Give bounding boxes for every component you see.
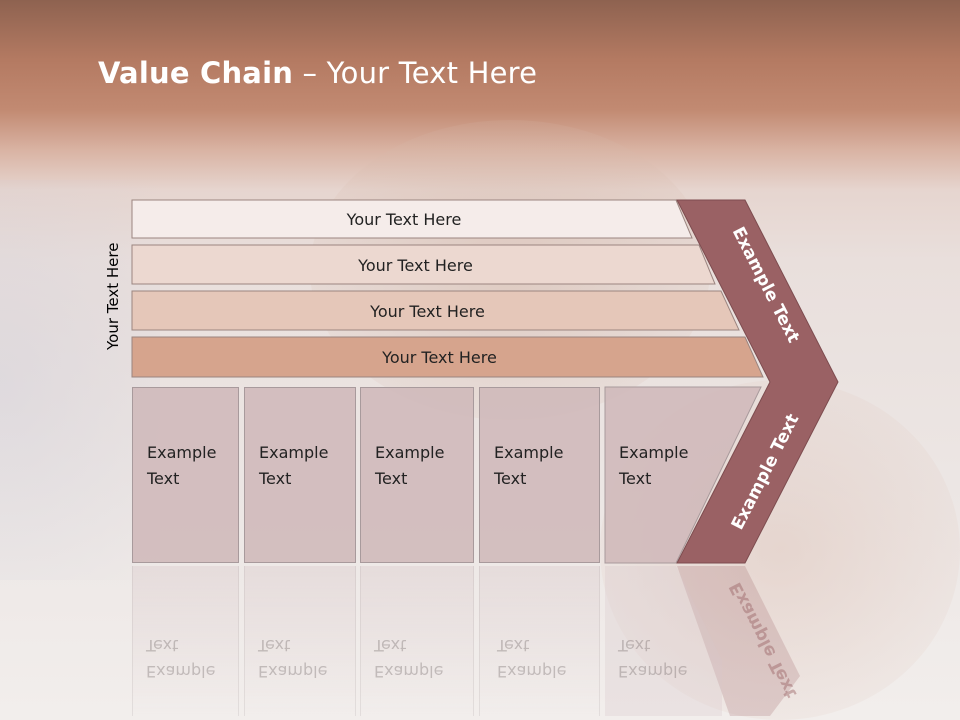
value-chevron[interactable] [676,199,839,564]
row-bar-1[interactable] [131,199,693,239]
row-bar-2[interactable] [131,244,716,285]
row-label-4: Your Text Here [382,347,497,367]
row-bar-3[interactable] [131,290,740,331]
page-title: Value Chain – Your Text Here [98,56,537,90]
row-label-2: Your Text Here [358,255,473,275]
column-5-reflection [605,566,722,716]
column-reflection [244,566,356,716]
title-bold: Value Chain [98,56,294,90]
column-reflection [132,566,239,716]
column-reflection [360,566,474,716]
title-rest: – Your Text Here [293,56,538,90]
row-label-1: Your Text Here [346,209,462,229]
row-label-3: Your Text Here [370,301,485,321]
row-bar-4[interactable] [131,336,764,378]
column-5[interactable] [604,386,762,564]
column-reflection [479,566,600,716]
chevron-reflection [677,566,800,716]
